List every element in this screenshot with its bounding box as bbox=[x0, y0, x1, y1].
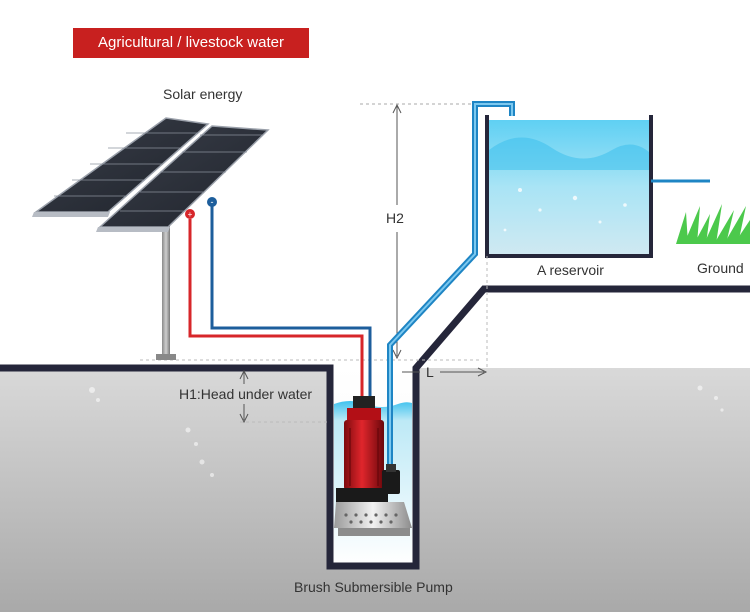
h1-label: H1:Head under water bbox=[179, 386, 313, 402]
solar-energy-label: Solar energy bbox=[163, 86, 243, 102]
solar-panel-icon bbox=[32, 117, 270, 232]
positive-terminal-icon bbox=[185, 209, 195, 219]
water-pipe-highlight bbox=[389, 103, 513, 470]
title-banner: Agricultural / livestock water bbox=[73, 28, 309, 58]
negative-wire bbox=[210, 205, 372, 398]
ground-label: Ground bbox=[697, 260, 744, 276]
submersible-pump-icon bbox=[334, 396, 412, 536]
grass-icon bbox=[676, 204, 750, 244]
negative-terminal-icon bbox=[207, 197, 217, 207]
reservoir-wave bbox=[489, 137, 649, 170]
solar-pole bbox=[162, 224, 170, 360]
svg-text:-: - bbox=[211, 197, 214, 207]
reservoir-bubbles bbox=[503, 188, 627, 232]
svg-text:+: + bbox=[188, 210, 193, 219]
ground-outline bbox=[0, 285, 750, 570]
h2-label: H2 bbox=[386, 210, 404, 226]
h1-dimension bbox=[239, 369, 330, 424]
l-dimension bbox=[402, 367, 488, 377]
reservoir-tank bbox=[485, 115, 653, 258]
reservoir-label: A reservoir bbox=[537, 262, 604, 278]
solar-pole-base bbox=[156, 354, 176, 360]
l-label: L bbox=[426, 364, 434, 380]
pump-label: Brush Submersible Pump bbox=[294, 579, 453, 595]
positive-wire bbox=[188, 219, 364, 398]
soil-droplets bbox=[89, 385, 724, 477]
